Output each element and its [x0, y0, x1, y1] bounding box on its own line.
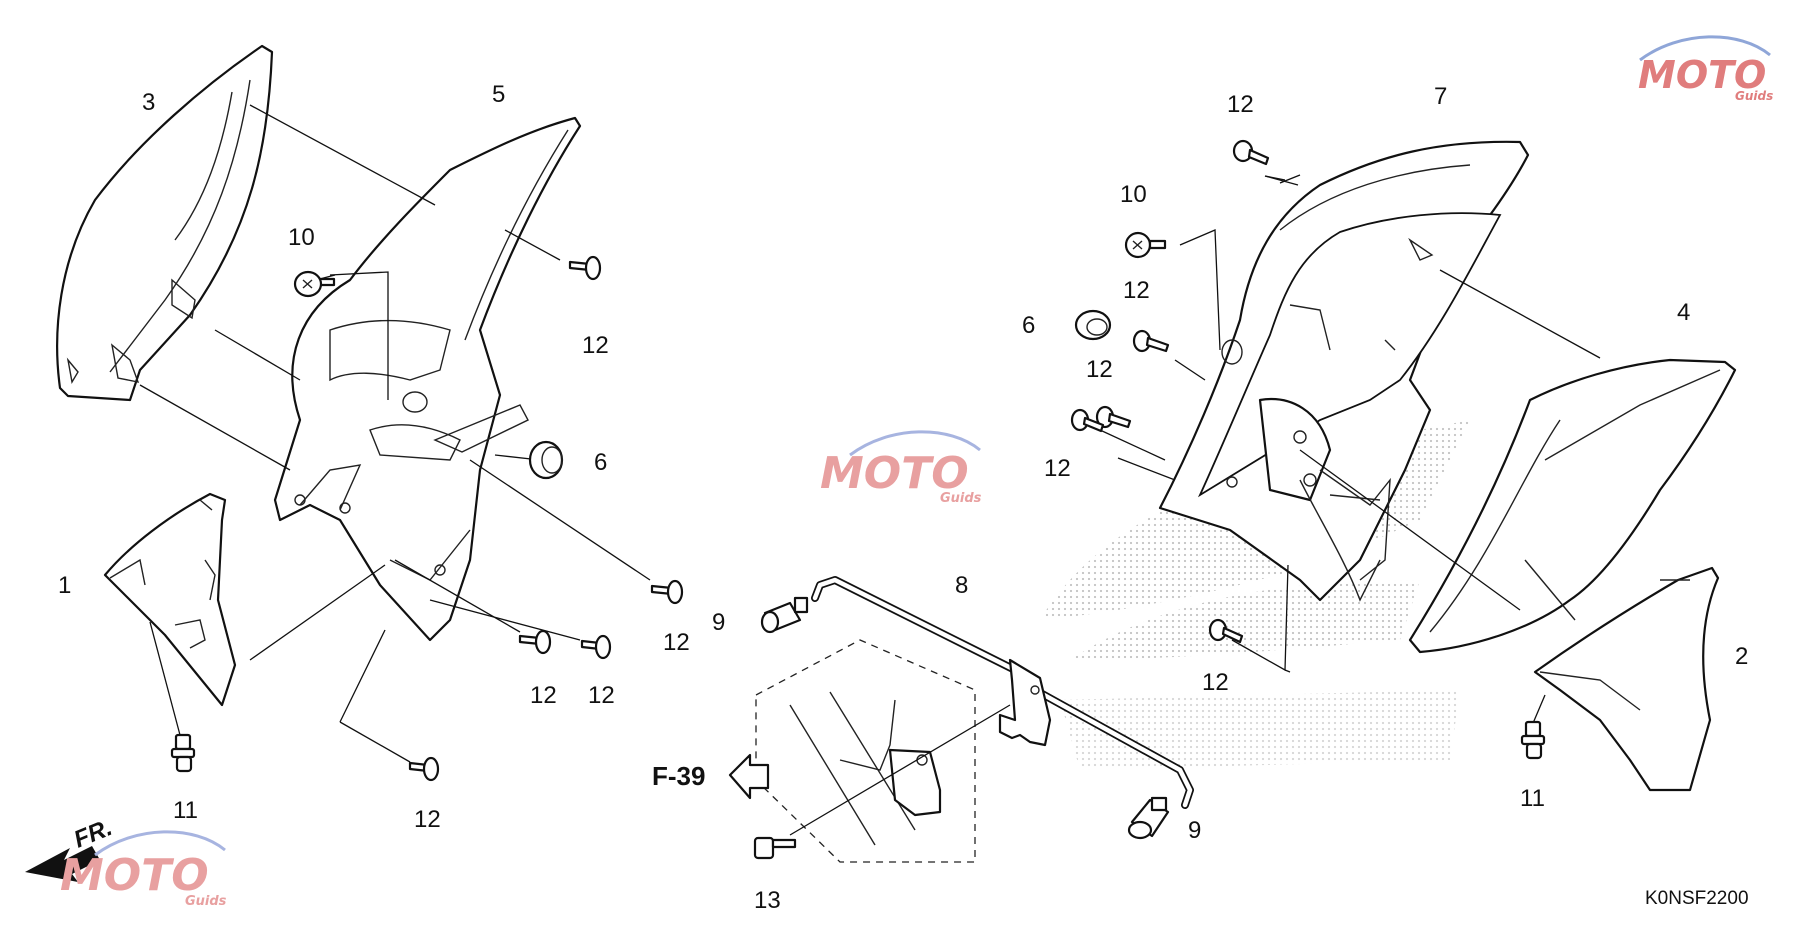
callout-12-a: 12 [582, 332, 609, 359]
callout-12-c: 12 [530, 682, 557, 709]
callout-10-right: 10 [1120, 181, 1147, 208]
callout-11-right: 11 [1520, 785, 1545, 812]
diagram-code: K0NSF2200 [1645, 888, 1749, 909]
bolt-13 [753, 836, 797, 860]
callout-labels: 1 2 3 4 5 6 6 7 8 9 9 10 10 11 11 12 12 … [58, 81, 1749, 914]
callout-6-left: 6 [594, 449, 607, 476]
part-4-outer-shroud [1408, 358, 1737, 654]
watermark-bottom-left: MOTO Guids [60, 830, 227, 909]
hardware-right [1070, 139, 1546, 760]
screw-12-right-d [1208, 618, 1244, 644]
callout-2: 2 [1735, 643, 1748, 670]
front-direction-arrow [25, 846, 100, 882]
screw-12-bottom [408, 756, 440, 782]
screw-12-right-a [1132, 329, 1170, 353]
watermark-center: MOTO Guids [820, 430, 982, 506]
part-5-inner-shroud [273, 116, 582, 642]
callout-9-lower: 9 [1188, 817, 1201, 844]
right-shroud-assembly [1158, 140, 1737, 792]
grommet-6-right [1074, 309, 1112, 341]
cap-9-upper [760, 596, 809, 634]
screw-12-right-c [1070, 408, 1105, 433]
clip-11-left [170, 733, 196, 773]
clip-11-right [1520, 720, 1546, 760]
callout-1: 1 [58, 572, 71, 599]
callout-9-upper: 9 [712, 609, 725, 636]
leader-lines-left [139, 104, 651, 763]
cap-9-lower [1127, 796, 1170, 840]
part-3-outer-shroud [56, 44, 274, 402]
screw-12-mid [650, 579, 684, 605]
watermark-sub: Guids [185, 894, 227, 909]
callout-3: 3 [142, 89, 155, 116]
callout-12-b: 12 [663, 629, 690, 656]
screw-12-upper-left [568, 255, 602, 281]
watermark-top-right: MOTO Guids [1638, 35, 1773, 103]
watermark-brand: MOTO [820, 448, 969, 499]
hardware-left [170, 255, 684, 782]
watermark-sub: Guids [1735, 89, 1773, 103]
callout-12-f: 12 [1227, 91, 1254, 118]
callout-12-h: 12 [1086, 356, 1113, 383]
screw-12-top-right [1232, 139, 1270, 166]
watermark-brand: MOTO [60, 850, 209, 901]
screw-12-lower-a [518, 629, 552, 655]
reference-arrow [728, 753, 770, 800]
callout-12-e: 12 [414, 806, 441, 833]
part-2-lower-cover [1533, 566, 1720, 792]
bolt-10-right [1124, 231, 1167, 259]
reference-label: F-39 [652, 761, 705, 791]
callout-4: 4 [1677, 299, 1690, 326]
callout-12-j: 12 [1202, 669, 1229, 696]
grommet-6-left [528, 440, 564, 480]
callout-12-d: 12 [588, 682, 615, 709]
screw-12-lower-b [580, 634, 612, 660]
callout-12-i: 12 [1044, 455, 1071, 482]
part-8-rod [811, 576, 1194, 809]
bolt-10-left [293, 270, 336, 298]
center-assembly [728, 576, 1194, 863]
callout-6-right: 6 [1022, 312, 1035, 339]
leader-lines-right [1099, 174, 1601, 736]
screw-12-right-b [1095, 405, 1132, 429]
callout-10-left: 10 [288, 224, 315, 251]
part-1-lower-cover [103, 492, 237, 707]
callout-8: 8 [955, 572, 968, 599]
watermark-sub: Guids [940, 491, 982, 506]
callout-5: 5 [492, 81, 505, 108]
callout-11-left: 11 [173, 797, 198, 824]
direction-label: FR. [70, 814, 116, 854]
callout-13: 13 [754, 887, 781, 914]
callout-7: 7 [1434, 83, 1447, 110]
left-shroud-assembly [56, 44, 582, 707]
callout-12-g: 12 [1123, 277, 1150, 304]
watermark-brand: MOTO [1638, 53, 1766, 97]
